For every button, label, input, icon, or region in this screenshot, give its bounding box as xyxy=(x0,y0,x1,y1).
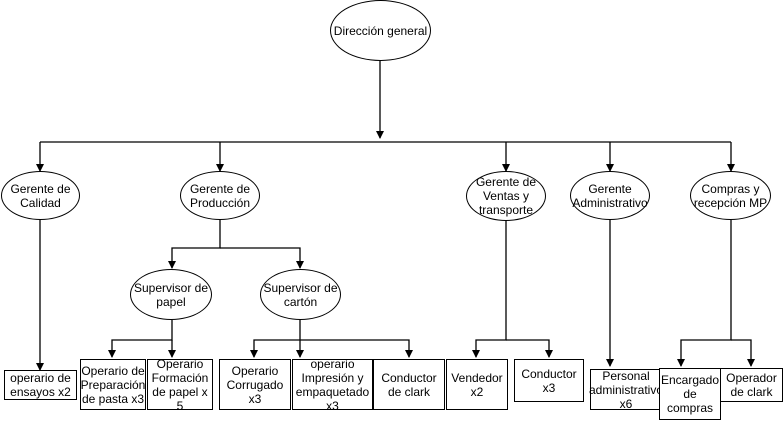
node-operario-pasta: Operario de Preparación de pasta x3 xyxy=(80,359,146,410)
node-vendedor: Vendedor x2 xyxy=(446,359,508,410)
node-label: Operario de Preparación de pasta x3 xyxy=(80,363,146,406)
connector-sup-carton-corrugado xyxy=(250,320,301,358)
node-conductor-clark-carton: Conductor de clark xyxy=(373,359,445,410)
node-gerente-administrativo: Gerente Administrativo xyxy=(570,171,650,220)
node-operador-clark: Operador de clark xyxy=(720,368,783,402)
node-label: Operador de clark xyxy=(726,371,777,399)
node-personal-administrativo: Personal administrativo x6 xyxy=(588,368,664,411)
node-gerente-calidad: Gerente de Calidad xyxy=(1,171,80,220)
node-label: Conductor de clark xyxy=(381,370,437,399)
node-label: Gerente de Calidad xyxy=(10,181,71,210)
node-label: operario de ensayos x2 xyxy=(10,371,71,399)
node-compras-recepcion: Compras y recepción MP xyxy=(690,171,771,220)
node-label: operario Impresión y empaquetado x3 xyxy=(295,356,370,413)
node-label: Gerente Administrativo xyxy=(572,181,648,210)
node-supervisor-carton: Supervisor de cartón xyxy=(260,269,341,320)
node-direccion-general: Dirección general xyxy=(330,0,431,61)
connector-sup-carton-clark xyxy=(300,339,413,358)
node-label: Gerente de Producción xyxy=(189,181,251,210)
node-gerente-produccion: Gerente de Producción xyxy=(180,171,260,220)
node-label: Operario Formación de papel x 5 xyxy=(151,356,209,413)
node-operario-corrugado: Operario Corrugado x3 xyxy=(219,359,291,410)
node-encargado-compras: Encargado de compras xyxy=(659,368,721,420)
connector-compras-operador xyxy=(731,339,755,367)
node-label: Supervisor de cartón xyxy=(263,280,338,309)
node-label: Encargado de compras xyxy=(660,373,720,415)
node-label: Dirección general xyxy=(333,23,428,38)
node-label: Compras y recepción MP xyxy=(693,181,768,210)
connector-ventas-vendedor xyxy=(472,221,507,358)
node-operario-impresion: operario Impresión y empaquetado x3 xyxy=(292,356,373,413)
node-label: Supervisor de papel xyxy=(133,280,209,309)
connector-ventas-conductor xyxy=(506,339,553,358)
node-label: Operario Corrugado x3 xyxy=(226,363,284,406)
node-conductor: Conductor x3 xyxy=(514,359,584,402)
node-label: Conductor x3 xyxy=(521,366,577,395)
connector-compras-trunk xyxy=(677,220,732,367)
node-operario-ensayos: operario de ensayos x2 xyxy=(4,370,77,400)
node-label: Personal administrativo x6 xyxy=(588,368,664,411)
node-label: Vendedor x2 xyxy=(451,370,503,399)
node-operario-formacion: Operario Formación de papel x 5 xyxy=(147,356,213,413)
connector-produccion-trunk xyxy=(168,220,221,269)
node-supervisor-papel: Supervisor de papel xyxy=(130,269,212,320)
connector-sup-papel-pasta xyxy=(108,320,173,358)
connector-produccion-carton xyxy=(220,247,304,269)
node-gerente-ventas: Gerente de Ventas y transporte xyxy=(466,171,546,221)
node-label: Gerente de Ventas y transporte xyxy=(475,175,537,217)
